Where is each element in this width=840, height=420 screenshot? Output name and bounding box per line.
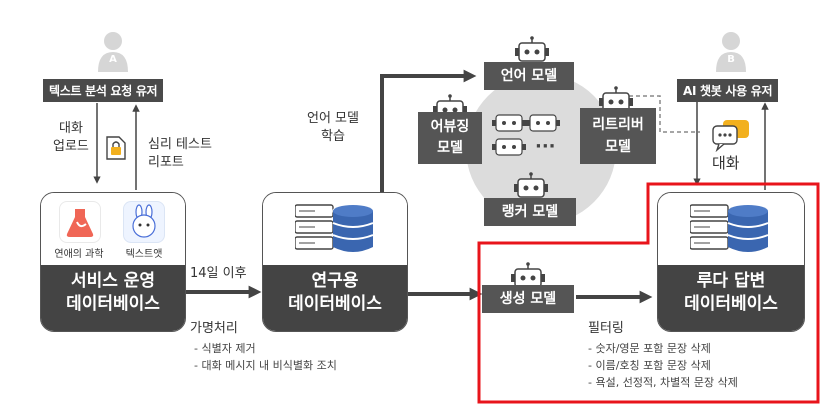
chat-label: 대화 xyxy=(712,154,740,172)
chat-bubble-icon xyxy=(712,120,749,152)
filtering-notes: - 숫자/영문 포함 문장 삭제- 이름/호칭 포함 문장 삭제- 욕설, 선정… xyxy=(588,342,738,389)
research-db-card: 연구용 데이터베이스 xyxy=(262,192,408,332)
small-robots-group xyxy=(492,114,560,156)
ranker-model-box: 랭커 모델 xyxy=(484,198,576,226)
dashed-link xyxy=(622,95,700,133)
database-server-icon xyxy=(295,204,374,252)
language-model-box: 언어 모델 xyxy=(484,62,574,90)
document-lock-icon xyxy=(106,136,126,160)
database-server-icon xyxy=(690,204,769,252)
anonymize-title: 가명처리 xyxy=(190,321,238,336)
generation-model-box: 생성 모델 xyxy=(482,285,574,313)
after-14-days-label: 14일 이후 xyxy=(190,266,247,281)
user-a-label: 텍스트 분석 요청 유저 xyxy=(43,79,164,102)
research-db-title-2: 데이터베이스 xyxy=(288,294,382,314)
robot-icon xyxy=(599,86,633,112)
more-models-dots: ··· xyxy=(535,136,556,157)
robot-icon xyxy=(514,172,548,198)
training-arrow xyxy=(380,69,477,195)
app-caption: 연애의 과학 xyxy=(54,249,104,260)
app-caption: 텍스트앳 xyxy=(125,249,163,260)
service-db-title-2: 데이터베이스 xyxy=(66,294,160,314)
user-b-badge: B xyxy=(727,54,735,65)
robot-icon xyxy=(511,262,545,288)
luda-db-title-2: 데이터베이스 xyxy=(684,294,778,314)
research-db-title-1: 연구용 xyxy=(311,271,359,291)
user-a-badge: A xyxy=(109,54,117,65)
bunny-app-icon xyxy=(123,201,165,243)
service-db-card: 연애의 과학 텍스트앳 서비스 운영 데이터베이스 xyxy=(40,192,186,332)
user-b-label: AI 챗봇 사용 유저 xyxy=(677,79,779,102)
user-b-icon xyxy=(716,32,746,72)
user-a-icon xyxy=(98,32,128,72)
luda-db-title-1: 루다 답변 xyxy=(696,271,766,291)
luda-db-card: 루다 답변 데이터베이스 xyxy=(657,192,805,332)
filtering-title: 필터링 xyxy=(588,321,624,336)
anonymize-notes: - 식별자 제거- 대화 메시지 내 비식별화 조치 xyxy=(194,342,337,372)
flask-app-icon xyxy=(59,201,101,243)
robot-icon xyxy=(515,36,549,62)
service-db-title-1: 서비스 운영 xyxy=(70,271,156,291)
